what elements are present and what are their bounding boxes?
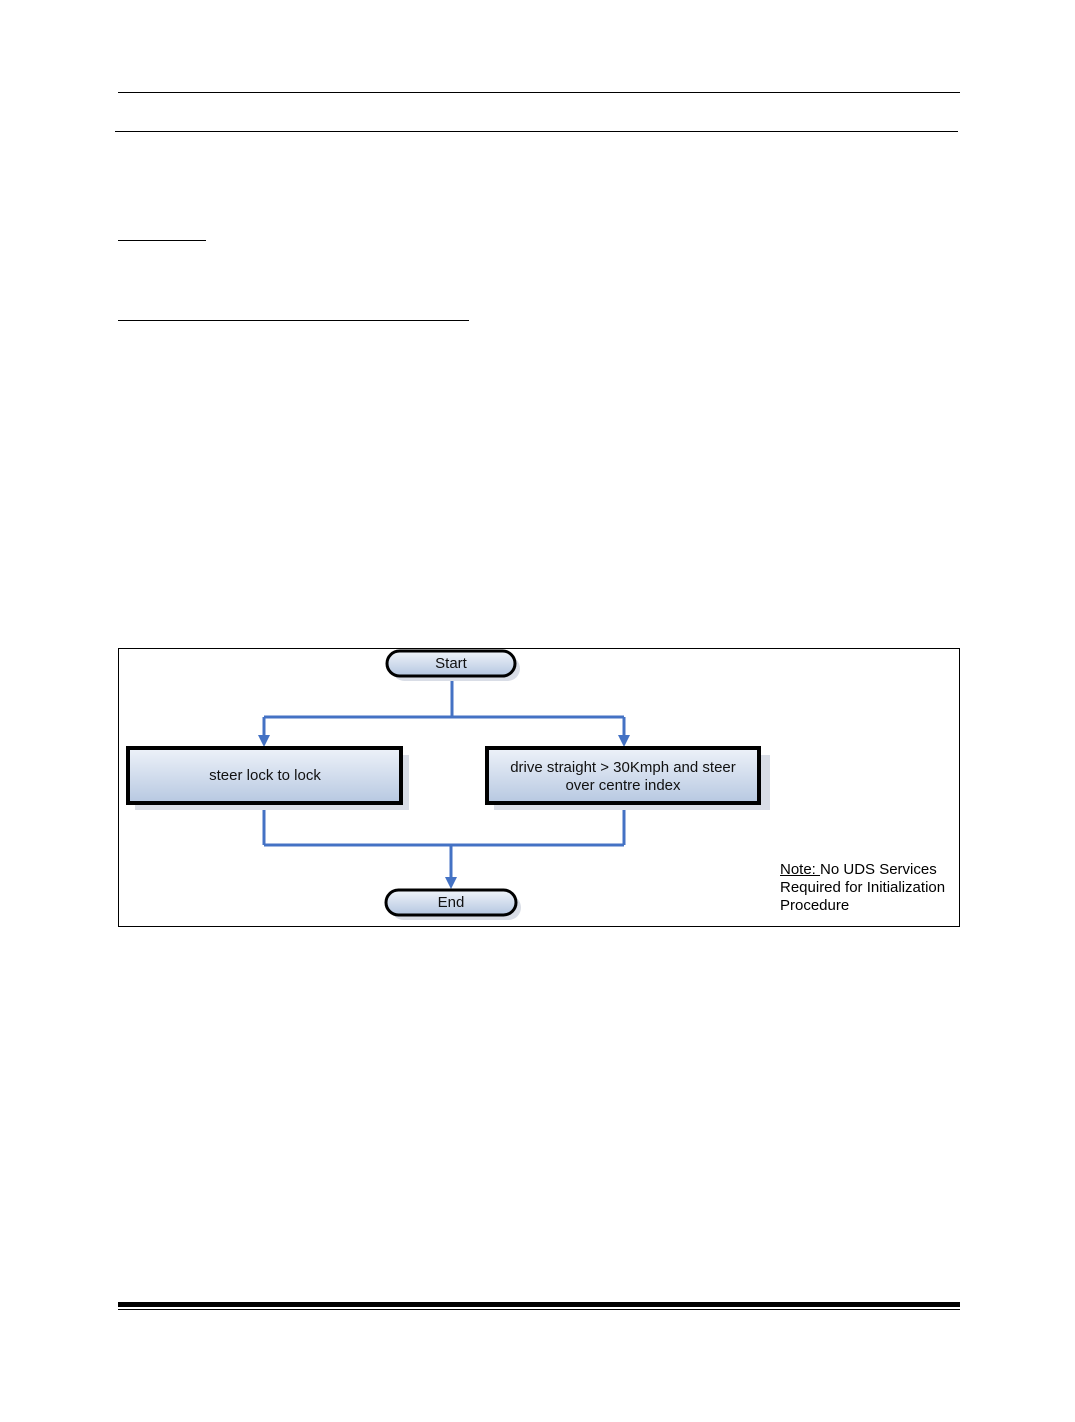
- start-terminator: Start: [385, 649, 520, 681]
- header-bottom-rule: [115, 131, 958, 132]
- end-terminator: End: [384, 888, 521, 920]
- start-shape: [385, 649, 517, 678]
- note-line-1: Note: No UDS Services: [780, 861, 960, 879]
- note-lead: Note:: [780, 861, 821, 878]
- section-heading-underline: [118, 240, 206, 241]
- note-line-3: Procedure: [780, 897, 850, 914]
- right-box-label-line2: over centre index: [565, 777, 681, 794]
- process-box-right: drive straight > 30Kmph and steer over c…: [485, 746, 770, 810]
- subsection-heading-underline: [118, 320, 469, 321]
- left-box-label: steer lock to lock: [209, 767, 321, 784]
- start-label: Start: [435, 655, 468, 672]
- footer-thin-rule: [118, 1309, 960, 1310]
- arrow-down-icon: [258, 735, 270, 747]
- footer-thick-rule: [118, 1302, 960, 1307]
- header-top-rule: [118, 92, 960, 93]
- right-box-label-line1: drive straight > 30Kmph and steer: [510, 759, 736, 776]
- right-box-shape: [485, 746, 761, 805]
- end-shape: [384, 888, 518, 917]
- arrow-heads: [258, 735, 630, 889]
- connector-lines: [262, 677, 626, 878]
- flowchart-note: Note: No UDS Services Required for Initi…: [780, 861, 960, 915]
- arrow-down-icon: [445, 877, 457, 889]
- note-line-2: Required for Initialization: [780, 879, 946, 896]
- end-label: End: [438, 894, 465, 911]
- process-box-left: steer lock to lock: [126, 746, 409, 810]
- arrow-down-icon: [618, 735, 630, 747]
- left-box-shape: [126, 746, 403, 805]
- note-text-1: No UDS Services: [820, 861, 937, 878]
- initialization-flowchart: Start steer lock to lock drive straight …: [118, 648, 960, 927]
- flowchart-canvas: Start steer lock to lock drive straight …: [126, 649, 770, 920]
